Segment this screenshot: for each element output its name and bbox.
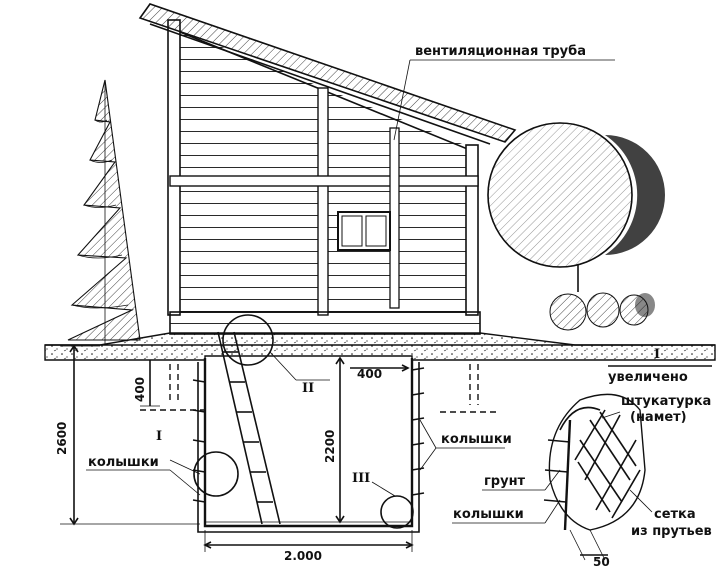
- detail-title: I: [654, 347, 660, 362]
- deciduous-tree-illustration: [487, 122, 665, 331]
- fir-tree-illustration: [67, 79, 141, 345]
- label-mesh: сетка: [654, 507, 696, 522]
- callout-circle-III: [380, 495, 414, 529]
- shed-house: [138, 3, 517, 335]
- callout-label-I: I: [156, 429, 162, 444]
- dim-detail-thickness: 50: [593, 555, 610, 569]
- dim-width: 2.000: [284, 549, 322, 563]
- label-soil: грунт: [484, 474, 526, 489]
- label-stakes-left: колышки: [88, 455, 159, 470]
- label-plaster: штукатурка: [621, 394, 711, 409]
- callout-circle-I: [193, 451, 239, 497]
- cellar-pit: [140, 358, 500, 533]
- detail-subtitle: увеличено: [608, 370, 688, 385]
- dimension-lines: [60, 344, 414, 552]
- label-stakes-detail: колышки: [453, 507, 524, 522]
- label-vent-pipe: вентиляционная труба: [415, 44, 586, 59]
- ladder: [217, 331, 281, 525]
- callout-circle-II: [222, 314, 274, 366]
- detail-view-I: I увеличено: [543, 347, 712, 561]
- ground-surface: [44, 332, 716, 361]
- label-mesh-sub: из прутьев: [631, 524, 712, 539]
- callout-label-III: III: [352, 471, 370, 486]
- dim-total-depth: 2600: [55, 422, 69, 455]
- label-plaster-sub: (намет): [630, 410, 687, 425]
- callout-label-II: II: [302, 381, 314, 396]
- label-stakes-right: колышки: [441, 432, 512, 447]
- dim-inner-height: 2200: [323, 430, 337, 463]
- dim-top-depth-left: 400: [133, 377, 147, 402]
- dim-top-depth-right: 400: [357, 367, 382, 381]
